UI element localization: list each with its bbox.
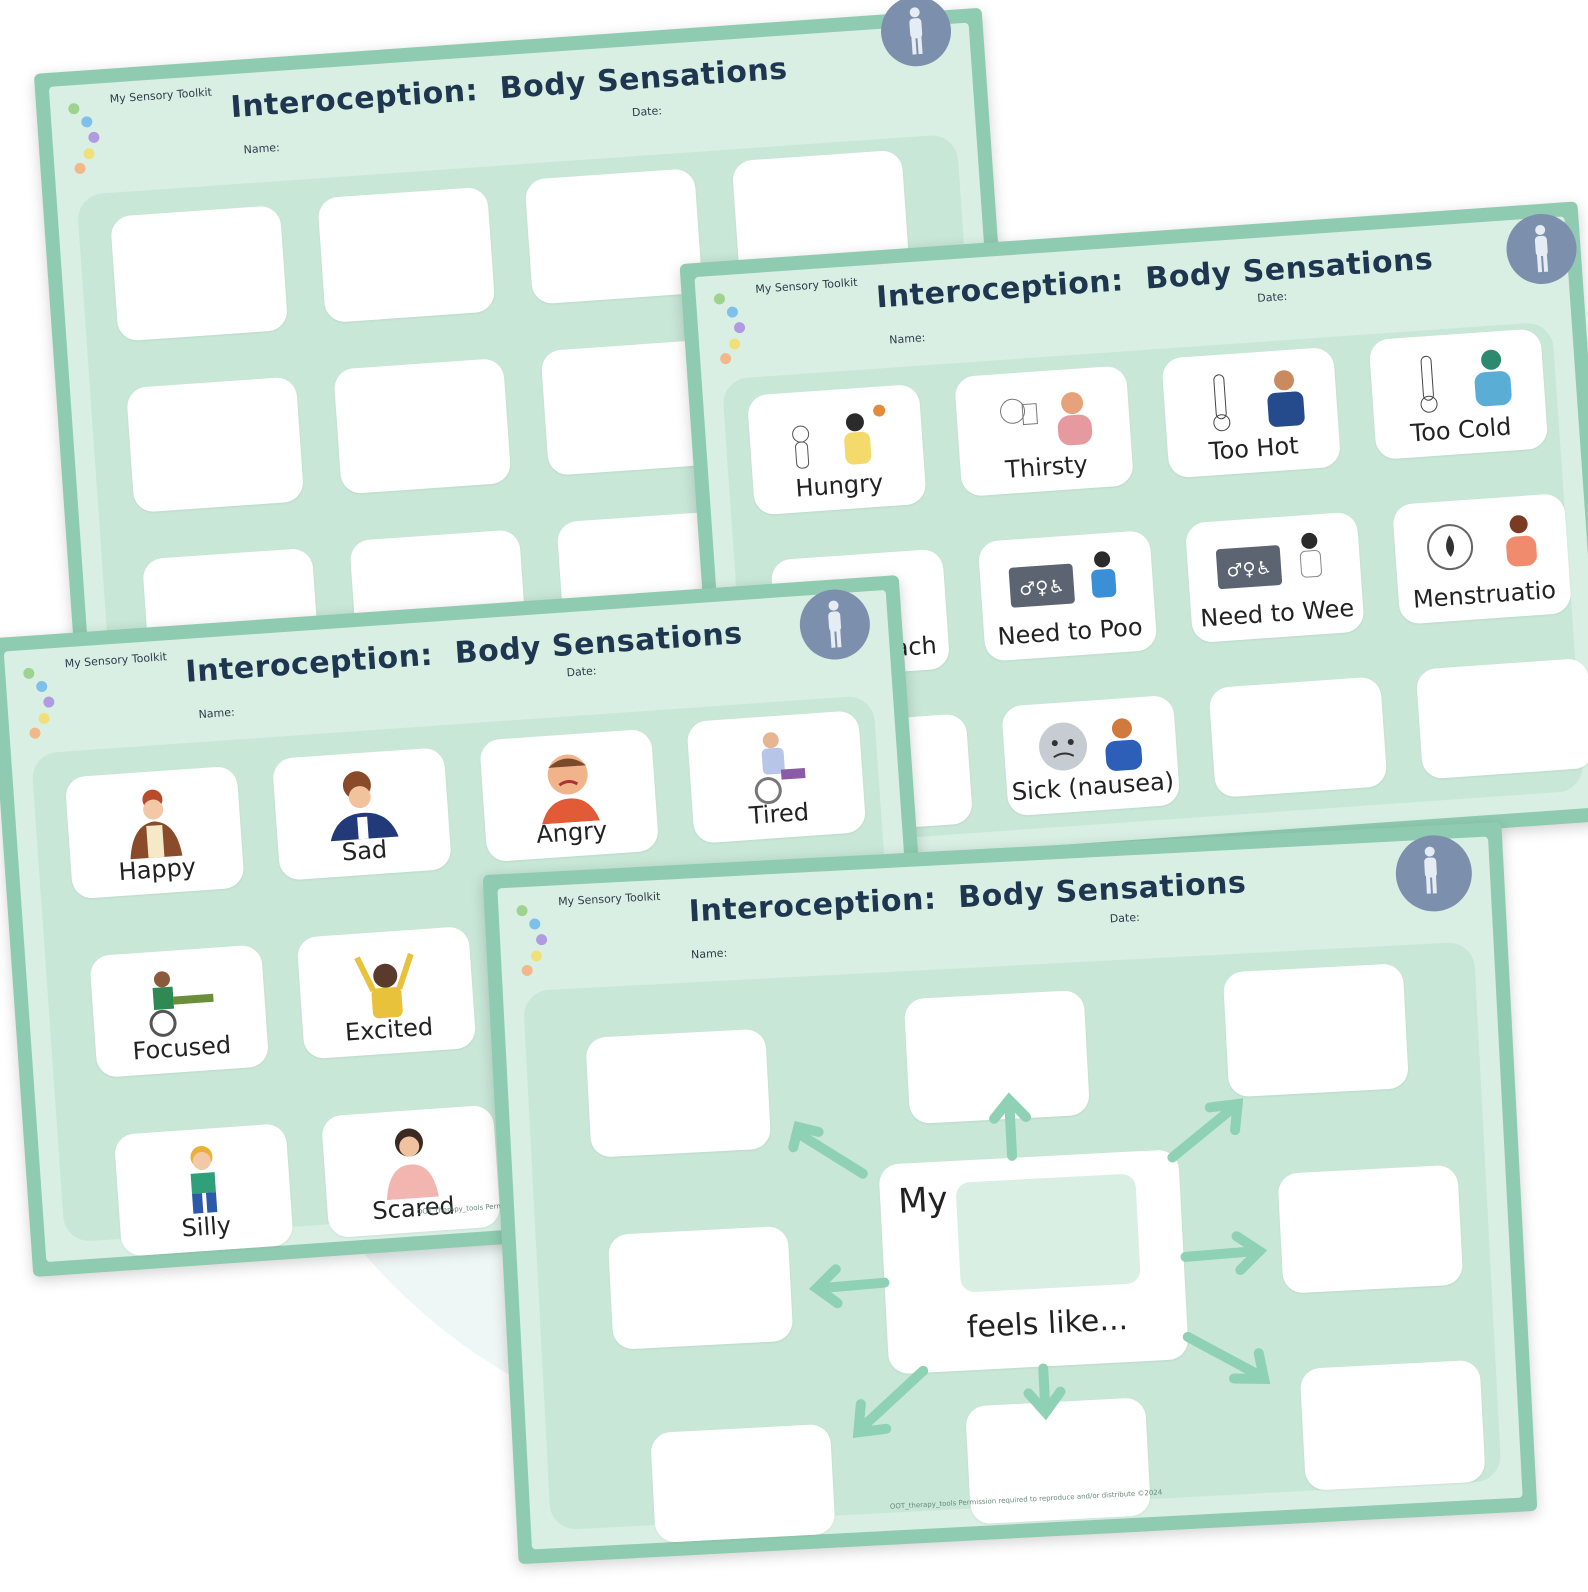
body-figure-icon <box>797 587 873 662</box>
emotion-card-excited[interactable]: Excited <box>296 925 477 1060</box>
page-title: Interoception:Body Sensations <box>687 865 1248 930</box>
page-title: Interoception:Body Sensations <box>184 616 744 690</box>
color-dots <box>22 665 68 739</box>
date-label: Date: <box>631 104 663 120</box>
toilet-sign-icon: ♂♀♿ <box>1215 532 1322 590</box>
worksheet-feels-like-map: My Sensory Toolkit Interoception:Body Se… <box>482 821 1538 1565</box>
thirsty-picture-icon <box>1000 392 1093 446</box>
date-label: Date: <box>566 664 597 680</box>
sensation-card-sick[interactable]: Sick (nausea) <box>1001 694 1181 817</box>
brand-label: My Sensory Toolkit <box>64 650 168 671</box>
color-dots <box>516 903 560 977</box>
sensation-card-need-to-wee[interactable]: ♂♀♿ Need to Wee <box>1184 511 1365 644</box>
blank-card[interactable] <box>524 168 703 305</box>
blank-card[interactable] <box>109 205 289 342</box>
page-title: Interoception:Body Sensations <box>229 51 789 126</box>
worksheet-blank-grid: My Sensory Toolkit Interoception:Body Se… <box>33 0 1027 713</box>
date-label: Date: <box>1109 910 1141 926</box>
emotion-card-angry[interactable]: Angry <box>479 728 660 863</box>
thermometer-cold-icon <box>1420 349 1512 413</box>
blank-card[interactable] <box>317 186 496 324</box>
body-figure-icon <box>1393 833 1474 914</box>
drop-cycle-icon <box>1427 515 1537 571</box>
body-figure-icon <box>1504 211 1579 287</box>
scared-person-icon <box>386 1128 439 1201</box>
color-dots <box>713 291 759 365</box>
emotion-card-tired[interactable]: Tired <box>686 710 867 844</box>
emotion-card-happy[interactable]: Happy <box>64 765 245 900</box>
svg-text:♂♀♿: ♂♀♿ <box>1019 576 1066 600</box>
hungry-picture-icon <box>792 404 886 469</box>
svg-text:♂♀♿: ♂♀♿ <box>1226 558 1273 582</box>
sensation-card-menstruation[interactable]: Menstruatio <box>1392 493 1572 625</box>
emotion-card-sad[interactable]: Sad <box>271 747 452 881</box>
date-label: Date: <box>1256 289 1288 305</box>
sensation-card-hungry[interactable]: Hungry <box>746 383 927 516</box>
happy-person-icon <box>130 789 183 860</box>
focused-person-icon <box>149 971 214 1037</box>
thermometer-hot-icon <box>1213 370 1305 432</box>
emotion-card-scared[interactable]: Scared <box>320 1104 502 1239</box>
angry-person-icon <box>542 754 600 825</box>
page-title: Interoception:Body Sensations <box>875 241 1435 316</box>
card-label: Tired <box>748 797 810 830</box>
nauseous-face-icon <box>1039 718 1143 771</box>
arrows <box>788 1092 1271 1438</box>
brand-label: My Sensory Toolkit <box>557 889 661 909</box>
brand-label: My Sensory Toolkit <box>109 85 213 106</box>
blank-card[interactable] <box>1415 657 1588 780</box>
sad-person-icon <box>330 771 399 842</box>
blank-card[interactable] <box>125 376 305 513</box>
wheelchair-person-icon <box>754 732 806 805</box>
sensation-card-thirsty[interactable]: Thirsty <box>954 365 1134 497</box>
sensation-card-too-cold[interactable]: Too Cold <box>1368 328 1549 460</box>
brand-label: My Sensory Toolkit <box>754 275 858 296</box>
card-label: Focused <box>131 1030 232 1066</box>
body-figure-icon <box>878 0 954 69</box>
emotion-card-focused[interactable]: Focused <box>89 944 270 1079</box>
emotion-card-silly[interactable]: Silly <box>113 1123 294 1257</box>
blank-card[interactable] <box>333 357 512 495</box>
blank-card[interactable] <box>1208 676 1388 799</box>
sensation-card-need-to-poo[interactable]: ♂♀♿ Need to Poo <box>977 530 1158 662</box>
name-label: Name: <box>690 946 728 962</box>
color-dots <box>67 101 113 175</box>
name-label: Name: <box>888 331 926 347</box>
worksheet-physical-sensations: My Sensory Toolkit Interoception:Body Se… <box>679 201 1588 883</box>
sensation-card-too-hot[interactable]: Too Hot <box>1161 346 1342 479</box>
card-label: Angry <box>535 815 609 849</box>
name-label: Name: <box>198 705 236 722</box>
silly-child-icon <box>190 1146 218 1214</box>
card-label: Happy <box>117 852 197 887</box>
worksheet-emotions: My Sensory Toolkit Interoception:Body Se… <box>0 574 944 1278</box>
name-label: Name: <box>243 140 281 157</box>
toilet-sign-icon: ♂♀♿ <box>1008 551 1117 608</box>
card-label: Sad <box>340 835 389 867</box>
excited-person-icon <box>354 952 414 1019</box>
card-label: Excited <box>344 1012 435 1047</box>
